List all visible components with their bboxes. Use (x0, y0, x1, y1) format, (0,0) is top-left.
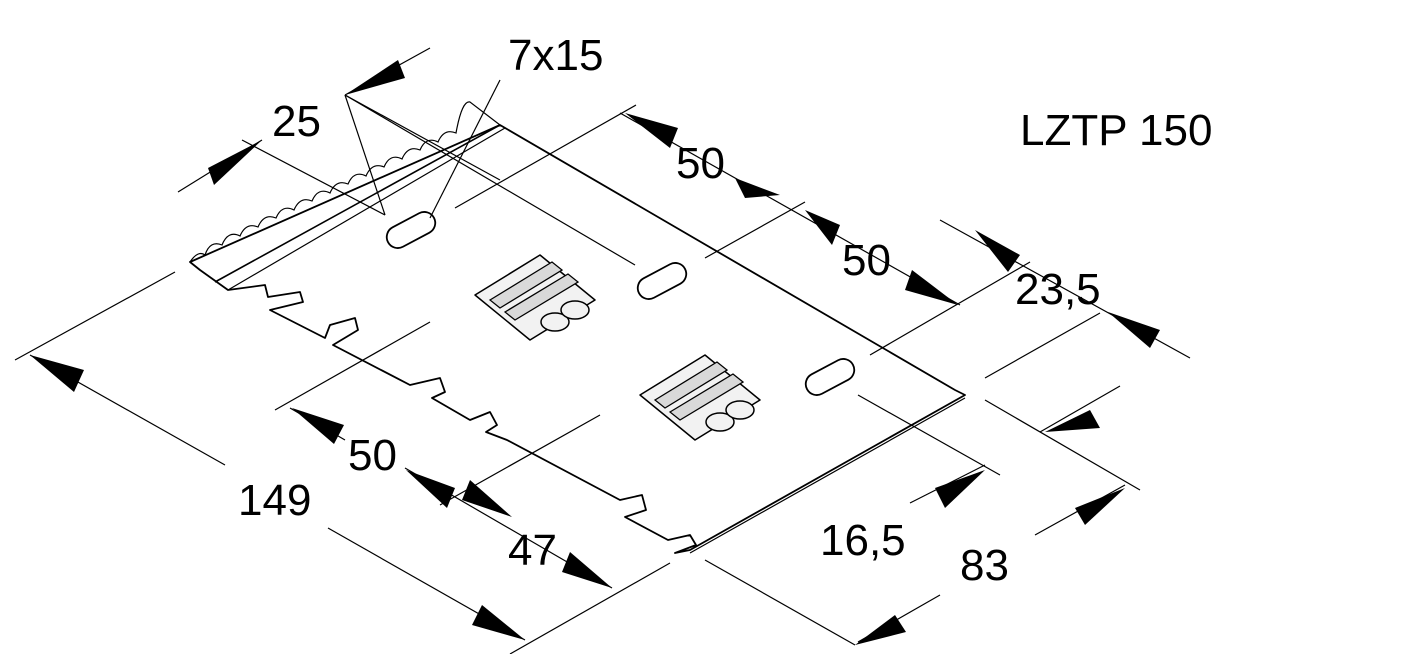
slot-leader (429, 79, 501, 219)
dim-lower-edge: 47 (508, 526, 557, 575)
dim-depth: 83 (960, 541, 1009, 590)
slot-hole (636, 262, 688, 300)
fold-line (214, 124, 501, 283)
dim-hole-edge-right: 23,5 (1015, 265, 1101, 314)
dim-depth-small: 16,5 (820, 516, 906, 565)
dim-lower-spacing: 50 (348, 431, 397, 480)
spring-clip (474, 254, 596, 341)
dimension-lines (14, 47, 1191, 654)
slot-hole (804, 358, 856, 396)
plate-edge (689, 397, 966, 554)
slot-hole (385, 211, 437, 249)
plate-outline (189, 124, 966, 554)
spring-clip (639, 354, 761, 441)
product-code: LZTP 150 (1020, 106, 1212, 155)
dim-top-margin: 25 (272, 97, 321, 146)
dim-hole-spacing-2: 50 (842, 236, 891, 285)
connector-plate (189, 101, 966, 554)
dim-slot-size: 7x15 (508, 31, 603, 80)
dim-hole-spacing-1: 50 (676, 139, 725, 188)
dim-width: 149 (238, 476, 311, 525)
fold-line-2 (227, 127, 506, 291)
